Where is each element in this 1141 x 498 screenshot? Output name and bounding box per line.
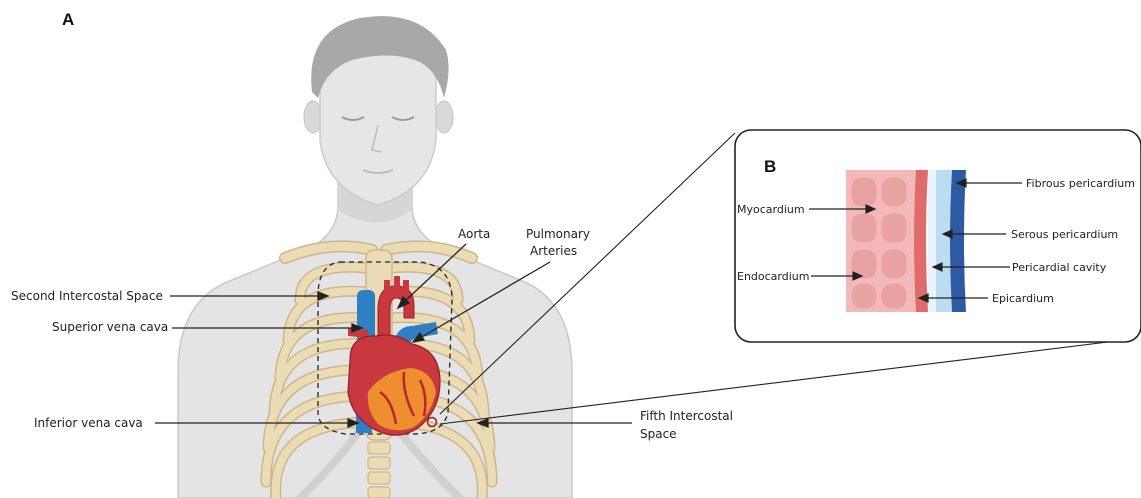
fibrous-pericardium-layer <box>950 170 966 312</box>
fifth-intercostal-space-label-line1: Fifth Intercostal <box>640 409 733 424</box>
inferior-vena-cava-label: Inferior vena cava <box>34 416 143 431</box>
epicardium-label: Epicardium <box>992 291 1054 306</box>
pulmonary-arteries-label-line2: Arteries <box>530 244 577 259</box>
right-ear <box>435 101 453 133</box>
aorta-label: Aorta <box>458 227 490 242</box>
pericardial-cavity-label: Pericardial cavity <box>1012 260 1106 275</box>
endocardium-label: Endocardium <box>737 269 809 284</box>
heart-wall-layers <box>846 170 966 312</box>
second-intercostal-space-label: Second Intercostal Space <box>11 289 163 304</box>
pulmonary-arteries-label-line1: Pulmonary <box>526 227 590 242</box>
superior-vena-cava-label: Superior vena cava <box>52 320 168 335</box>
panel-a-label: A <box>62 10 74 30</box>
fibrous-pericardium-label: Fibrous pericardium <box>1026 176 1135 191</box>
pericardial-cavity-layer <box>928 170 936 312</box>
epicardium-layer <box>914 170 928 312</box>
panel-b-label: B <box>764 157 776 177</box>
serous-pericardium-layer <box>936 170 952 312</box>
serous-pericardium-label: Serous pericardium <box>1011 227 1118 242</box>
fifth-intercostal-space-label-line2: Space <box>640 427 677 442</box>
myocardium-label: Myocardium <box>737 202 805 217</box>
